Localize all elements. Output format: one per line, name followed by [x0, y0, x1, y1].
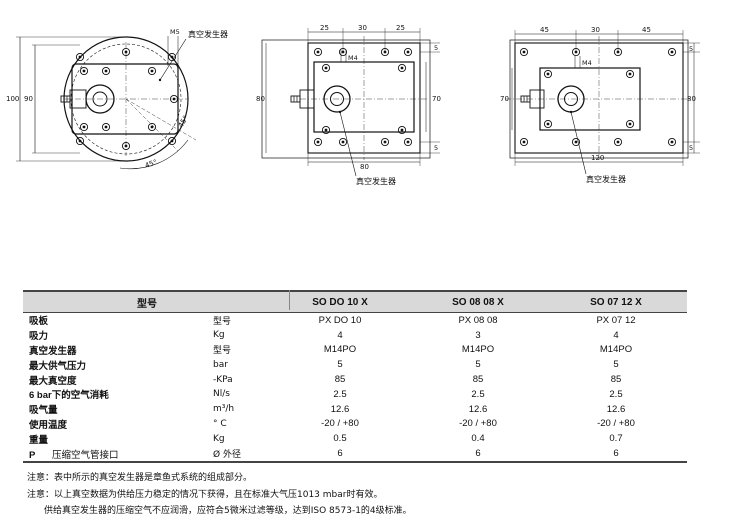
- drawing-rect-plate: 45 30 45 M4 70 80 5 5 120 真空发生器: [500, 26, 700, 184]
- dim-5-bottom: 5: [434, 144, 438, 152]
- drawing-round-plate: 100 90 M5 真空发生器 45° 45°: [6, 28, 228, 170]
- dim-top-45-a: 45: [540, 26, 549, 34]
- callout-vacuum-generator-1: 真空发生器: [188, 29, 228, 39]
- dim-top-45-b: 45: [642, 26, 651, 34]
- dim-m5: M5: [170, 28, 180, 36]
- dim-bottom-80: 80: [360, 163, 369, 171]
- note-2: 注意：以上真空数据为供给压力稳定的情况下获得，且在标准大气压1013 mbar时…: [27, 490, 383, 500]
- drawing-square-plate: 25 30 25 M4 80 70 5 5 80 真空发生器: [256, 24, 441, 186]
- table-row: 吸板 型号 PX DO 10 PX 08 08 PX 07 12: [29, 314, 636, 328]
- header-model-2: SO 08 08 X: [452, 296, 504, 308]
- dim-5-top-3: 5: [689, 45, 693, 53]
- table-row: 真空发生器 型号 M14PO M14PO M14PO: [29, 344, 633, 357]
- table-row: P 压缩空气管接口 Ø 外径 6 6 6: [23, 446, 687, 463]
- angle-45-a: 45°: [177, 114, 190, 129]
- dim-100: 100: [6, 95, 19, 103]
- dim-bottom-120: 120: [591, 154, 604, 162]
- dim-top-3: 25: [396, 24, 405, 32]
- table-row: 吸气量 m³/h 12.6 12.6 12.6: [29, 403, 626, 417]
- dim-left-70: 70: [500, 95, 509, 103]
- dim-top-30: 30: [591, 26, 600, 34]
- callout-vacuum-generator-3: 真空发生器: [586, 174, 626, 184]
- header-model-label: 型号: [137, 298, 157, 310]
- dim-top-2: 30: [358, 24, 367, 32]
- table-row: 吸力 Kg 4 3 4: [29, 329, 619, 343]
- dim-left-80: 80: [256, 95, 265, 103]
- angle-45-b: 45°: [144, 158, 158, 170]
- header-model-1: SO DO 10 X: [312, 296, 368, 308]
- dim-5-bottom-3: 5: [689, 144, 693, 152]
- table-row: 最大真空度 -KPa 85 85 85: [29, 374, 622, 387]
- table-row: 使用温度 ° C -20 / +80 -20 / +80 -20 / +80: [29, 418, 635, 431]
- spec-table: 型号 SO DO 10 X SO 08 08 X SO 07 12 X 吸板 型…: [23, 290, 687, 463]
- table-row: 最大供气压力 bar 5 5 5: [29, 359, 619, 372]
- dim-m4-3: M4: [582, 59, 592, 67]
- table-header: 型号 SO DO 10 X SO 08 08 X SO 07 12 X: [23, 290, 687, 313]
- dim-top-1: 25: [320, 24, 329, 32]
- note-1: 注意：表中所示的真空发生器是章鱼式系统的组成部分。: [27, 473, 253, 483]
- table-row: 重量 Kg 0.5 0.4 0.7: [29, 433, 623, 446]
- dim-right-80: 80: [687, 95, 696, 103]
- dim-m4: M4: [348, 54, 358, 62]
- callout-vacuum-generator-2: 真空发生器: [356, 176, 396, 186]
- technical-drawings: 100 90 M5 真空发生器 45° 45° 25: [6, 24, 700, 186]
- note-3: 供给真空发生器的压缩空气不应润滑，应符合5微米过滤等级，达到ISO 8573-1…: [44, 506, 412, 516]
- dim-right-70: 70: [432, 95, 441, 103]
- table-row: 6 bar下的空气消耗 Nl/s 2.5 2.5 2.5: [29, 388, 623, 402]
- header-model-3: SO 07 12 X: [590, 296, 642, 308]
- dim-5-top: 5: [434, 44, 438, 52]
- dim-90: 90: [24, 95, 33, 103]
- row-prefix-p: P: [29, 449, 36, 461]
